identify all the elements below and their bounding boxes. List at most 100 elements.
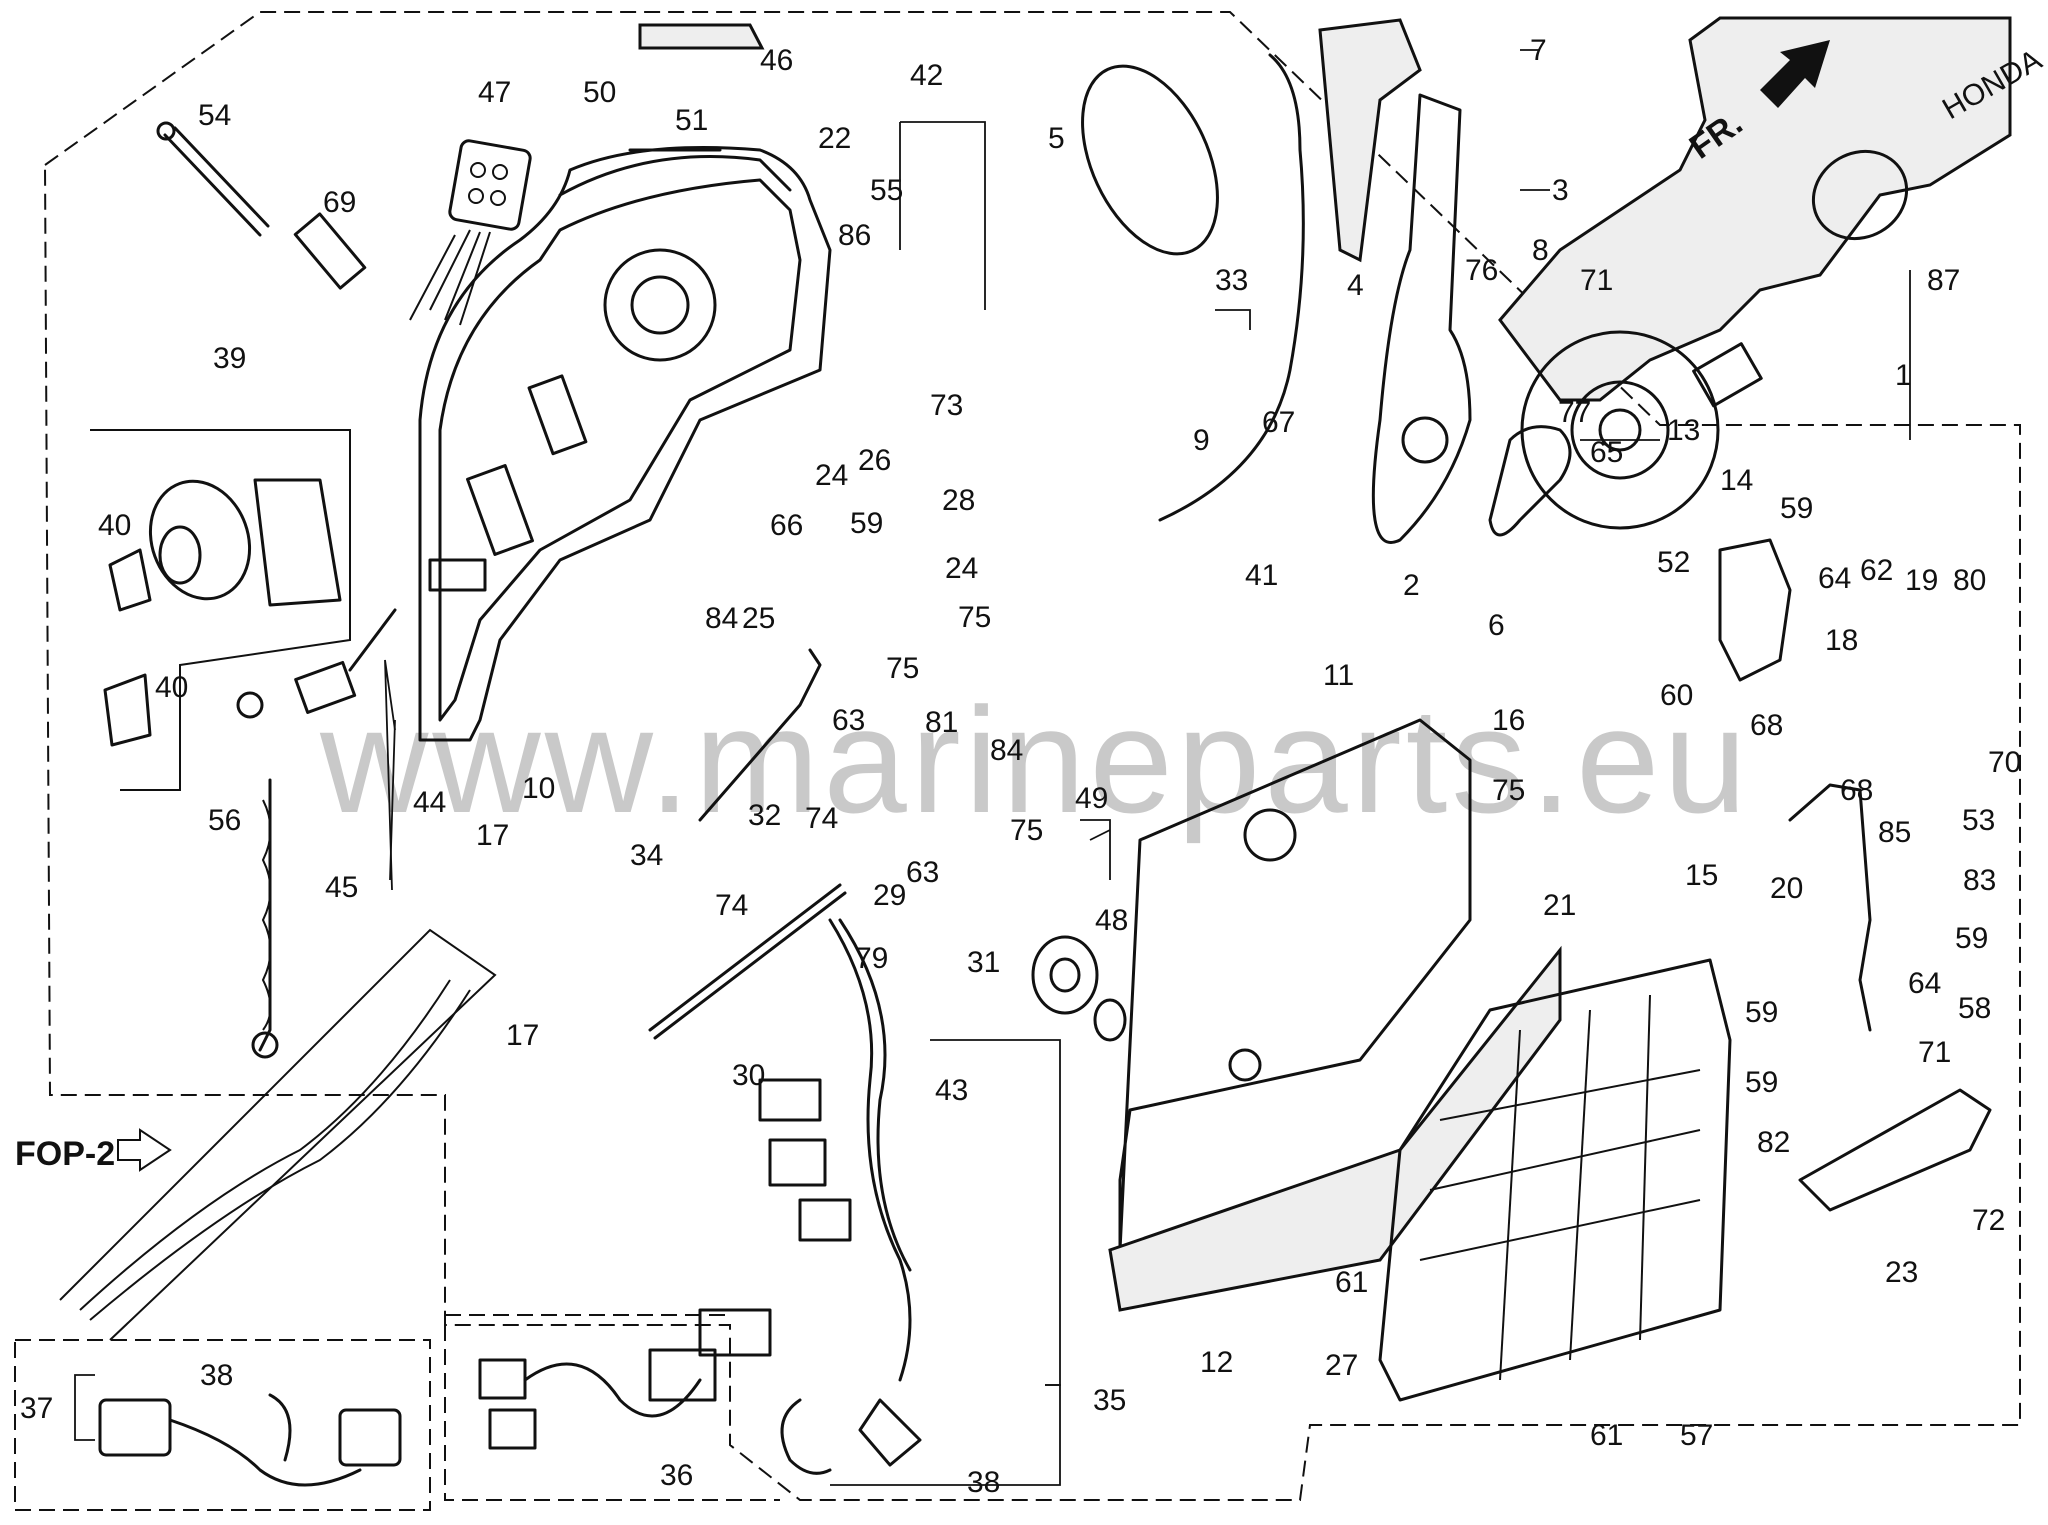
callout-62: 62 <box>1860 554 1893 587</box>
callout-69: 69 <box>323 186 356 219</box>
switch-49 <box>1031 935 1127 1042</box>
callout-11: 11 <box>1323 659 1354 692</box>
callout-74a: 74 <box>805 802 838 835</box>
clip-38-lower <box>780 1398 832 1475</box>
callout-numbers: 1 2 3 4 5 6 7 8 9 10 11 12 13 14 15 16 1… <box>20 34 2021 1499</box>
callout-81: 81 <box>925 706 958 739</box>
switch-47 <box>409 139 532 326</box>
callout-25: 25 <box>742 602 775 635</box>
callout-85: 85 <box>1878 816 1911 849</box>
callout-22: 22 <box>818 122 851 155</box>
lever-assembly <box>1318 18 1472 544</box>
callout-63a: 63 <box>832 704 865 737</box>
callout-50: 50 <box>583 76 616 109</box>
callout-49: 49 <box>1075 782 1108 815</box>
callout-59b: 59 <box>1955 922 1988 955</box>
bolt-54 <box>156 121 270 237</box>
sleeve-69 <box>293 212 367 290</box>
callout-63b: 63 <box>906 856 939 889</box>
callout-17b: 17 <box>506 1019 539 1052</box>
callout-9: 9 <box>1193 424 1210 457</box>
housing-50 <box>418 146 832 742</box>
callout-30: 30 <box>732 1059 765 1092</box>
callout-39: 39 <box>213 342 246 375</box>
callout-71a: 71 <box>1580 264 1613 297</box>
callout-84b: 84 <box>990 734 1023 767</box>
callout-44: 44 <box>413 786 446 819</box>
callout-15: 15 <box>1685 859 1718 892</box>
callout-29: 29 <box>873 879 906 912</box>
callout-46: 46 <box>760 44 793 77</box>
callout-28: 28 <box>942 484 975 517</box>
callout-24b: 24 <box>945 552 978 585</box>
callout-26: 26 <box>858 444 891 477</box>
callout-19: 19 <box>1905 564 1938 597</box>
callout-33: 33 <box>1215 264 1248 297</box>
callout-38a: 38 <box>200 1359 233 1392</box>
callout-71b: 71 <box>1918 1036 1951 1069</box>
callout-34: 34 <box>630 839 663 872</box>
callout-38b: 38 <box>967 1466 1000 1499</box>
callout-57: 57 <box>1680 1419 1713 1452</box>
callout-75b: 75 <box>886 652 919 685</box>
callout-16: 16 <box>1492 704 1525 737</box>
callout-12: 12 <box>1200 1346 1233 1379</box>
callout-7: 7 <box>1530 34 1547 67</box>
callout-2: 2 <box>1403 569 1420 602</box>
handle-51 <box>638 23 765 50</box>
callout-35: 35 <box>1093 1384 1126 1417</box>
cable-assembly: FOP-2 <box>15 928 497 1341</box>
callout-13: 13 <box>1667 414 1700 447</box>
callout-18: 18 <box>1825 624 1858 657</box>
callout-68b: 68 <box>1840 774 1873 807</box>
fop2-label: FOP-2 <box>15 1135 115 1173</box>
callout-74b: 74 <box>715 889 748 922</box>
callout-32: 32 <box>748 799 781 832</box>
callout-3: 3 <box>1552 174 1569 207</box>
callout-51: 51 <box>675 104 708 137</box>
callout-68a: 68 <box>1750 709 1783 742</box>
callout-78: 75 <box>1492 774 1525 807</box>
callout-86: 86 <box>838 219 871 252</box>
callout-60: 60 <box>1660 679 1693 712</box>
bracket-23 <box>1798 1088 1992 1212</box>
callout-76: 76 <box>1465 254 1498 287</box>
wire-41 <box>1158 53 1305 522</box>
callout-59d: 59 <box>1745 1066 1778 1099</box>
callout-20: 20 <box>1770 872 1803 905</box>
callout-66: 66 <box>770 509 803 542</box>
callout-1: 1 <box>1895 359 1912 392</box>
callout-8: 8 <box>1532 234 1549 267</box>
callout-52: 52 <box>1657 546 1690 579</box>
callout-42: 42 <box>910 59 943 92</box>
callout-54: 54 <box>198 99 231 132</box>
callout-45: 45 <box>325 871 358 904</box>
callout-40b: 40 <box>155 671 188 704</box>
callout-41: 41 <box>1245 559 1278 592</box>
callout-61a: 61 <box>1335 1266 1368 1299</box>
callout-64a: 64 <box>1818 562 1851 595</box>
callout-73: 73 <box>930 389 963 422</box>
callout-59e: 59 <box>850 507 883 540</box>
solenoid-39 <box>90 429 351 791</box>
callout-40a: 40 <box>98 509 131 542</box>
callout-87: 87 <box>1927 264 1960 297</box>
harness-35 <box>698 918 922 1467</box>
callout-77: 77 <box>1558 396 1591 429</box>
shaft-30 <box>648 883 847 1040</box>
callout-31: 31 <box>967 946 1000 979</box>
harness-36 <box>478 1348 717 1450</box>
leader-lines <box>74 49 1911 1486</box>
callout-65: 65 <box>1590 436 1623 469</box>
callout-48: 48 <box>1095 904 1128 937</box>
assembly-border-lower-left <box>14 1339 431 1511</box>
callout-43: 43 <box>935 1074 968 1107</box>
cover-plate-87: HONDA <box>1498 16 2047 408</box>
callout-75a: 75 <box>958 601 991 634</box>
plate-14 <box>1718 538 1792 682</box>
callout-4: 4 <box>1347 269 1364 302</box>
callout-27: 27 <box>1325 1349 1358 1382</box>
cam-6 <box>1488 425 1572 537</box>
cover-27 <box>1378 958 1732 1402</box>
